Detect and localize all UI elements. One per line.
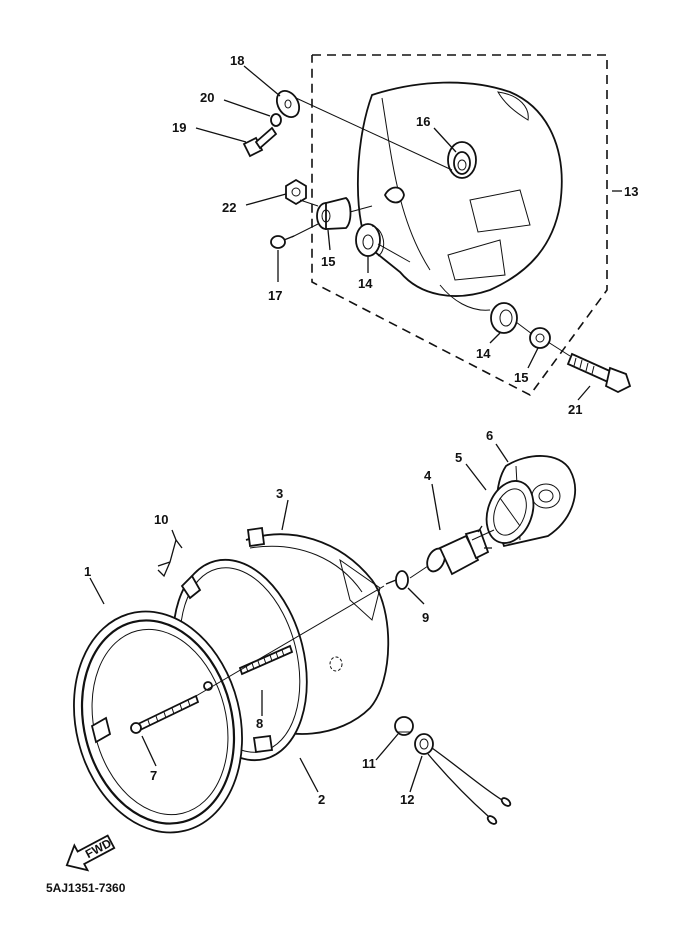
bolt-21 — [566, 352, 632, 394]
part-label-12: 12 — [400, 792, 414, 807]
assembly-line — [547, 341, 571, 357]
screw-17 — [270, 235, 295, 249]
bolt-19 — [242, 126, 278, 158]
part-label-21: 21 — [568, 402, 582, 417]
clip-10 — [157, 538, 183, 578]
part-label-7: 7 — [150, 768, 157, 783]
leader-lines — [89, 65, 622, 793]
drawing-code: 5AJ1351-7360 — [46, 881, 126, 895]
part-label-15-lower: 15 — [514, 370, 528, 385]
housing-assembly-group — [242, 54, 632, 397]
assembly-line — [295, 97, 453, 171]
socket-ring-5 — [485, 480, 535, 544]
headlight-housing — [357, 81, 563, 311]
adjusting-screw-7 — [130, 694, 200, 734]
assembly-line — [299, 199, 319, 207]
nut-20 — [270, 113, 282, 127]
part-label-16: 16 — [416, 114, 430, 129]
part-number-labels: 18 20 19 16 13 22 15 14 17 14 15 21 6 5 … — [84, 53, 638, 807]
part-label-20: 20 — [200, 90, 214, 105]
part-label-14-upper: 14 — [358, 276, 373, 291]
part-label-10: 10 — [154, 512, 168, 527]
part-label-6: 6 — [486, 428, 493, 443]
part-label-15-upper: 15 — [321, 254, 335, 269]
washer-18 — [275, 89, 301, 119]
assembly-line — [409, 565, 429, 579]
part-label-3: 3 — [276, 486, 283, 501]
collar-15-lower — [529, 327, 551, 349]
part-label-11: 11 — [362, 756, 376, 771]
part-label-1: 1 — [84, 564, 91, 579]
assembly-line — [291, 223, 319, 238]
assembly-boundary-dashed — [311, 54, 608, 397]
part-label-18: 18 — [230, 53, 244, 68]
spring-8 — [238, 644, 294, 676]
collar-15-upper — [316, 197, 352, 230]
part-label-14-lower: 14 — [476, 346, 491, 361]
part-label-17: 17 — [268, 288, 282, 303]
part-label-4: 4 — [424, 468, 432, 483]
assembly-line — [471, 529, 495, 541]
bulb-holder-9 — [385, 570, 409, 590]
part-label-8: 8 — [256, 716, 263, 731]
assembly-line — [515, 321, 533, 335]
pilot-socket-12 — [414, 733, 512, 825]
part-label-2: 2 — [318, 792, 325, 807]
headlight-unit-group — [73, 455, 576, 834]
assembly-line — [349, 205, 373, 213]
part-label-19: 19 — [172, 120, 186, 135]
part-label-13: 13 — [624, 184, 638, 199]
part-label-5: 5 — [455, 450, 462, 465]
damper-14-lower — [490, 302, 518, 334]
pilot-bulb-11 — [394, 716, 414, 736]
part-label-9: 9 — [422, 610, 429, 625]
forward-arrow-icon: FWD — [65, 834, 116, 872]
bulb-4 — [426, 525, 492, 576]
nut-22 — [285, 178, 307, 206]
assembly-line — [377, 243, 411, 263]
assembly-line — [195, 585, 385, 697]
part-label-22: 22 — [222, 200, 236, 215]
